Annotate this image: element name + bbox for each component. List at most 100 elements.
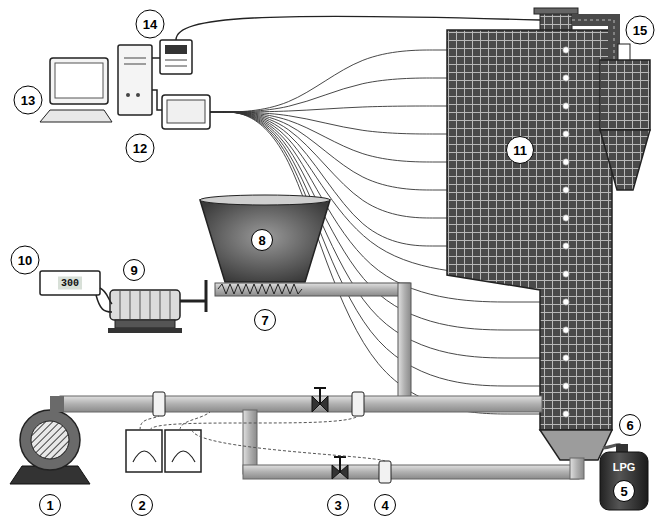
callout-number: 4 (374, 494, 396, 516)
data-logger (162, 95, 210, 129)
signal-converter (160, 40, 192, 74)
computer (40, 110, 112, 122)
flow-meter (379, 461, 391, 483)
valve (319, 388, 321, 404)
callout-number: 12 (126, 134, 155, 163)
air-pipe (243, 465, 579, 479)
flow-meter (352, 392, 364, 416)
sensor-point (563, 103, 569, 109)
data-logger (162, 95, 210, 129)
callout-number: 7 (254, 309, 276, 331)
feed-hopper (200, 195, 330, 205)
motor (110, 290, 180, 320)
callout-number: 14 (136, 10, 165, 39)
screw-feeder (206, 280, 411, 399)
motor (180, 300, 206, 303)
thermocouple-wire (210, 50, 447, 112)
fluidized-column (447, 8, 612, 460)
callout-number: 5 (613, 480, 635, 502)
feed-hopper (200, 200, 330, 282)
manometer (133, 451, 195, 462)
computer (55, 63, 103, 98)
sensor-point (563, 159, 569, 165)
computer (118, 45, 152, 115)
cyclone (572, 20, 650, 190)
screw-feeder (205, 280, 208, 312)
screw-feeder (215, 283, 410, 296)
feed-hopper (200, 195, 330, 282)
callout-number: 11 (506, 136, 534, 164)
fluidized-column (447, 30, 612, 430)
callout-number: 2 (131, 494, 153, 516)
air-pipe (570, 458, 584, 479)
blower (10, 396, 90, 484)
motor (115, 320, 175, 328)
computer (124, 58, 146, 59)
blower (20, 410, 80, 470)
sensor-point (563, 47, 569, 53)
lpg-cylinder (600, 452, 648, 510)
lpg-cylinder (600, 444, 648, 510)
callout-number: 8 (251, 229, 273, 251)
screw-feeder (398, 283, 411, 399)
flow-meter (153, 392, 391, 483)
callout-number: 9 (123, 259, 145, 281)
sensor-point (563, 187, 569, 193)
air-pipe (243, 410, 257, 474)
blower (31, 421, 69, 459)
display-reading: 300 (58, 277, 82, 290)
flow-meter (153, 392, 165, 416)
cyclone (572, 20, 614, 60)
air-pipe (60, 396, 542, 412)
blower (50, 396, 64, 412)
sensor-point (563, 411, 569, 417)
computer (124, 64, 146, 65)
cyclone (600, 60, 650, 130)
fluidized-column (534, 8, 578, 14)
valve (312, 388, 348, 479)
callout-number: 1 (39, 494, 61, 516)
sensor-point (563, 271, 569, 277)
sensor-point (563, 131, 569, 137)
sensor-point (563, 215, 569, 221)
cyclone (600, 130, 650, 190)
callout-number: 13 (14, 86, 43, 115)
fluidized-column (563, 47, 569, 417)
thermocouple-wire (210, 106, 447, 112)
fluidized-column (540, 430, 612, 460)
speed-controller (96, 295, 112, 312)
speed-controller (40, 271, 100, 295)
signal-converter (165, 45, 187, 54)
thermocouple-wire (210, 112, 447, 190)
air-pipe (60, 396, 584, 479)
computer (152, 57, 160, 59)
valve (314, 387, 326, 389)
sensor-point (563, 383, 569, 389)
motor (108, 328, 182, 333)
motor (108, 290, 206, 333)
manometer (140, 412, 385, 461)
computer (136, 93, 140, 97)
callout-number: 15 (626, 16, 655, 45)
callout-number: 6 (619, 414, 641, 436)
manometer (126, 412, 385, 472)
computer (50, 58, 108, 104)
sensor-point (563, 327, 569, 333)
sensor-point (563, 299, 569, 305)
motor (120, 290, 170, 320)
thermocouple-wire (210, 112, 447, 162)
speed-controller (40, 271, 112, 312)
speed-controller (100, 288, 112, 304)
computer (40, 45, 162, 122)
cylinder-label: LPG (611, 460, 638, 474)
signal-converter (165, 66, 187, 67)
signal-converter (165, 60, 187, 61)
signal-converter (160, 40, 192, 74)
screw-feeder (218, 284, 302, 294)
thermocouple-wire (210, 78, 447, 112)
sensor-point (563, 243, 569, 249)
callout-number: 3 (327, 494, 349, 516)
computer (152, 90, 162, 110)
